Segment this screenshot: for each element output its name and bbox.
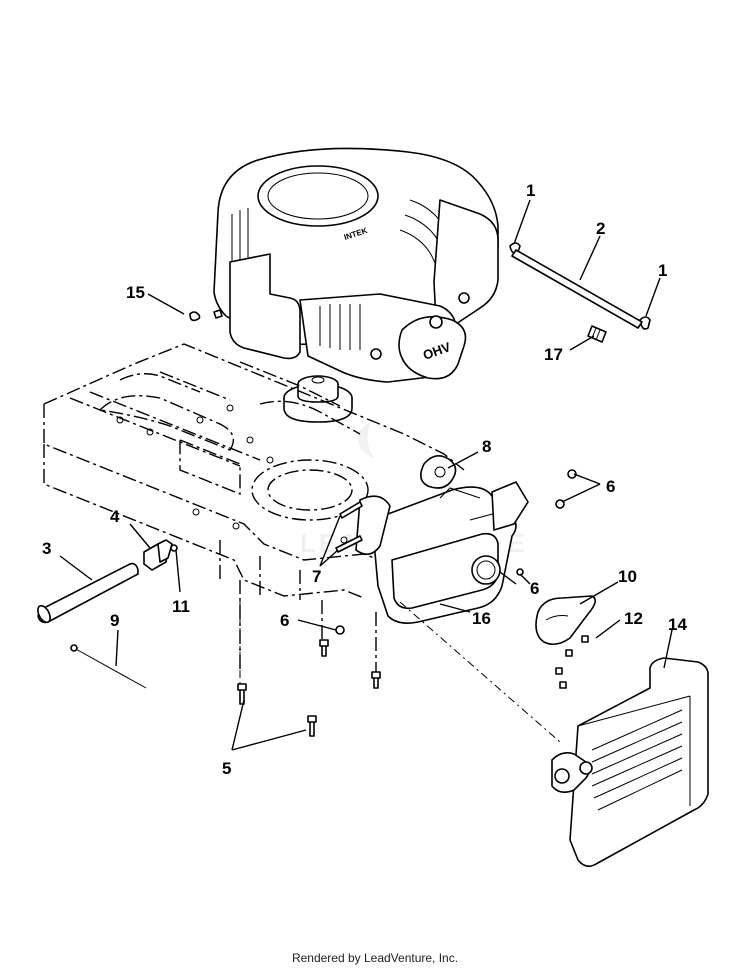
- callout-6-left: 6: [280, 611, 289, 630]
- engine: OHV INTEK: [213, 147, 499, 423]
- hardware: [37, 242, 651, 743]
- callout-labels: 1 2 1 15 17 8 6 7 6 10 16 12 6 14 3 4 11…: [42, 181, 687, 778]
- callout-12: 12: [624, 609, 643, 628]
- callout-3: 3: [42, 539, 51, 558]
- callout-8: 8: [482, 437, 491, 456]
- callout-16: 16: [472, 609, 491, 628]
- tractor-frame: [43, 343, 465, 672]
- muffler: [551, 657, 709, 868]
- muffler-bracket: [355, 455, 529, 624]
- callout-1-right: 1: [658, 261, 667, 280]
- callout-9: 9: [110, 611, 119, 630]
- callout-5: 5: [222, 759, 231, 778]
- callout-1-top: 1: [526, 181, 535, 200]
- callout-10: 10: [618, 567, 637, 586]
- part-10-plate: [535, 595, 596, 646]
- callout-15: 15: [126, 283, 145, 302]
- callout-14: 14: [668, 615, 687, 634]
- callout-11: 11: [172, 597, 190, 616]
- callout-7: 7: [312, 567, 321, 586]
- callout-6-bracket: 6: [530, 579, 539, 598]
- footer-credit: Rendered by LeadVenture, Inc.: [291, 951, 459, 965]
- callout-2: 2: [596, 219, 605, 238]
- leader-lines: [59, 199, 673, 751]
- callout-17: 17: [544, 345, 563, 364]
- callout-4: 4: [110, 507, 120, 526]
- callout-6-right: 6: [606, 477, 615, 496]
